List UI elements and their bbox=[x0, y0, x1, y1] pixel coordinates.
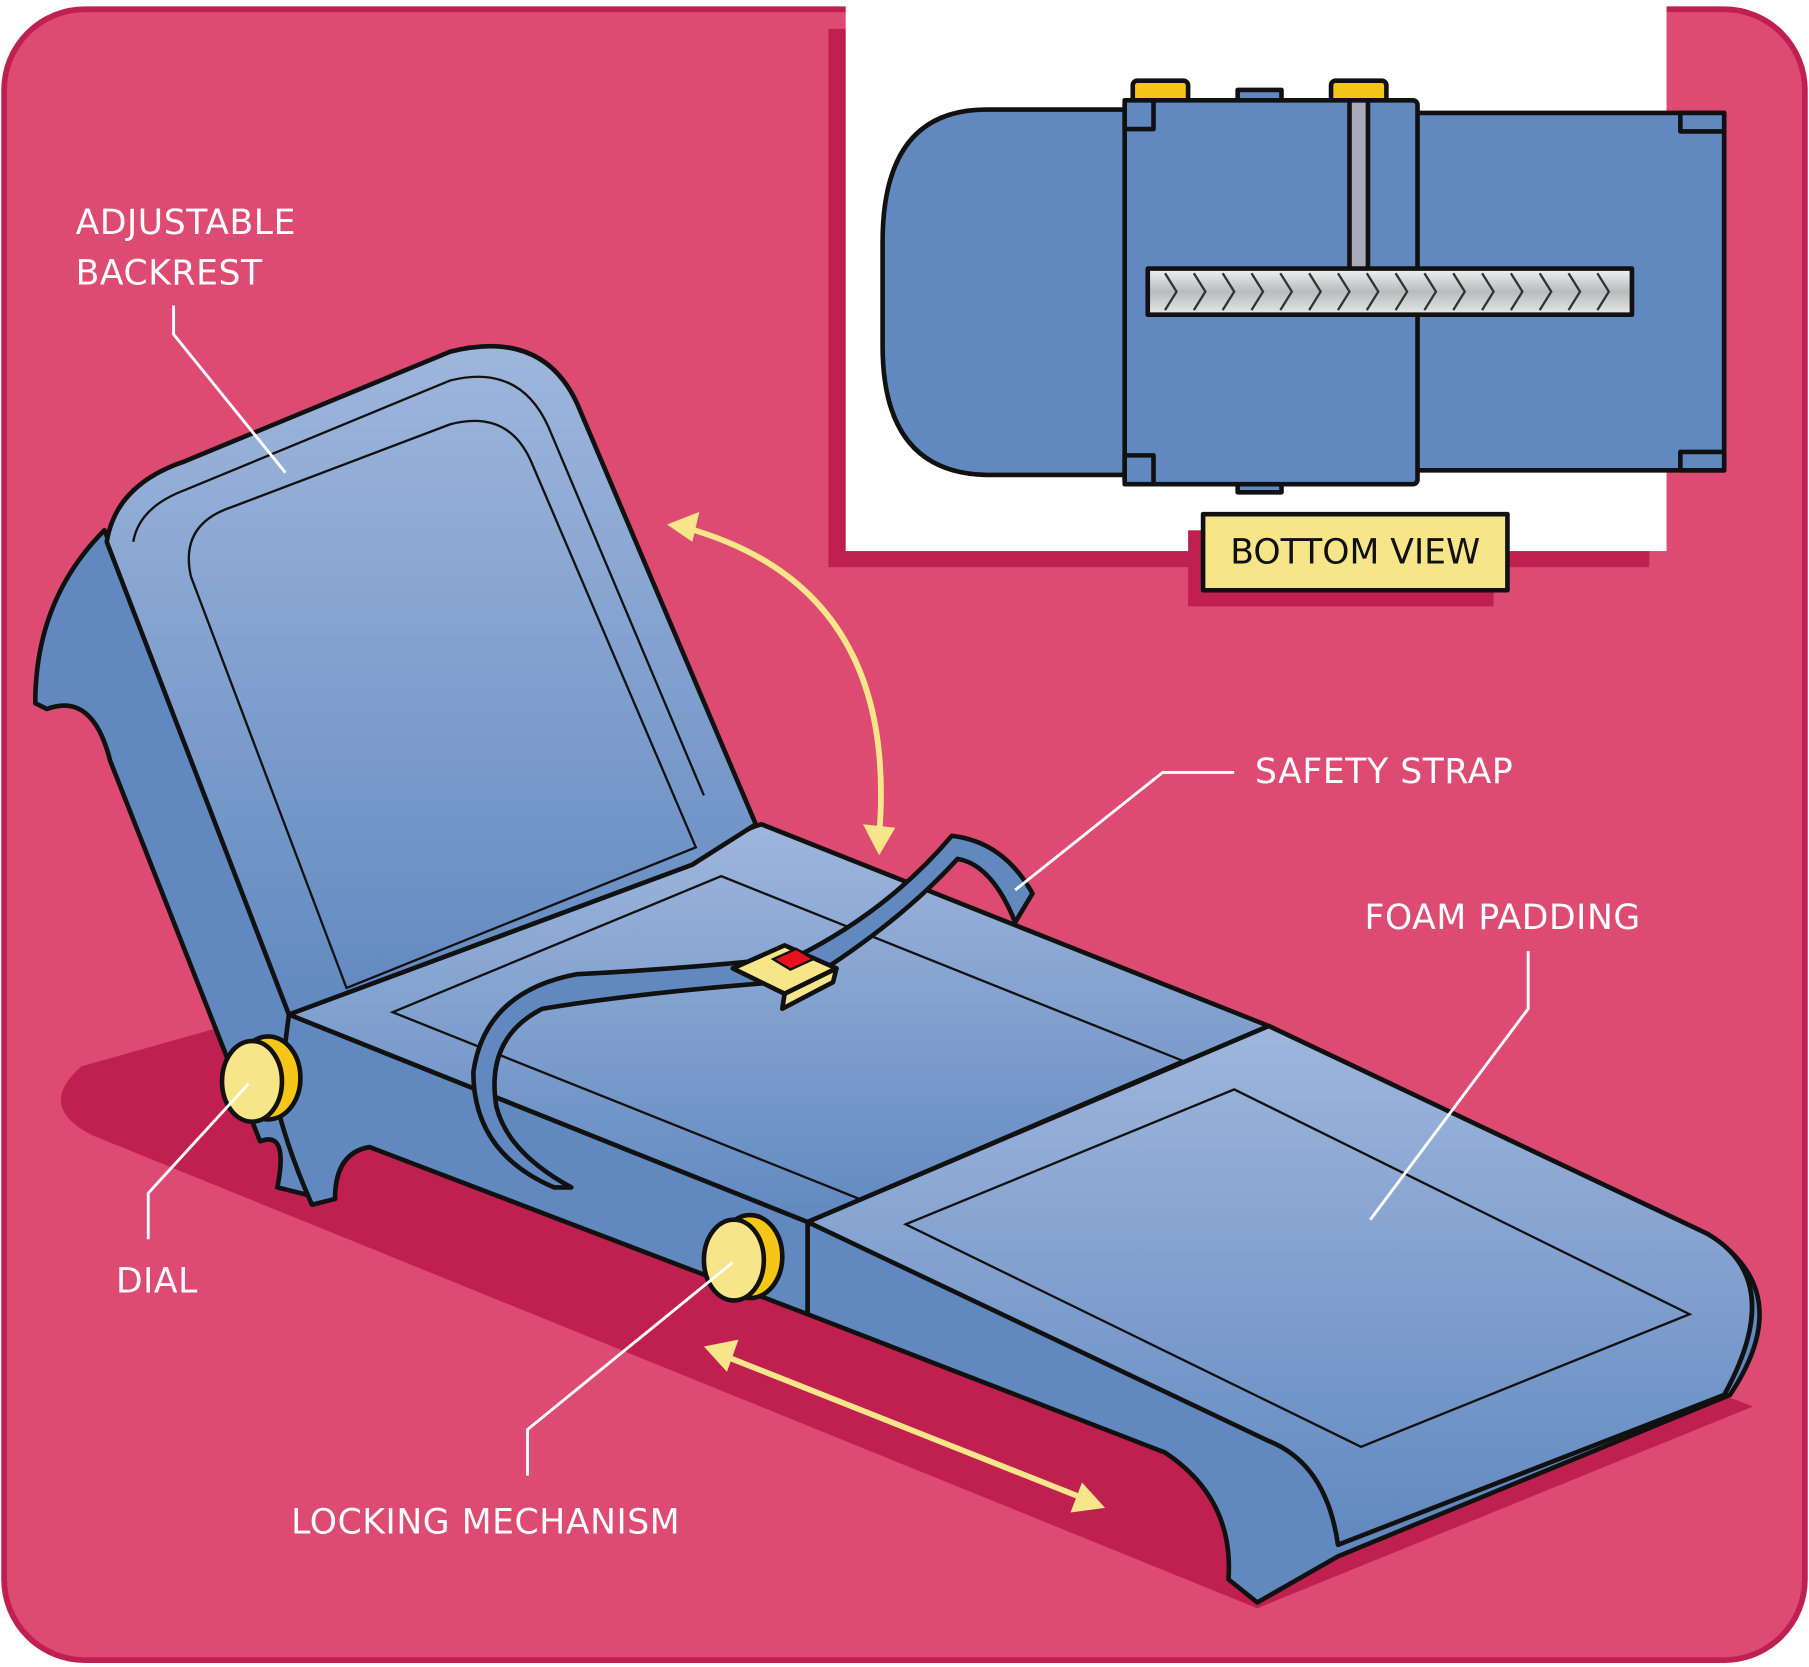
bottom-view-label-box bbox=[1200, 511, 1510, 593]
dial-label: DIAL bbox=[116, 1261, 198, 1301]
backrest-adjust-arrow bbox=[667, 511, 896, 856]
adjustable-backrest-label-line2: BACKREST bbox=[76, 254, 263, 294]
bottom-view-inset: BOTTOM VIEW bbox=[828, 5, 1727, 607]
backrest-leader-line bbox=[172, 305, 287, 474]
foam-padding-label: FOAM PADDING bbox=[1364, 898, 1640, 938]
safety-strap-label: SAFETY STRAP bbox=[1255, 752, 1513, 792]
locking-leader-line bbox=[526, 1261, 734, 1476]
screw-thread bbox=[1164, 272, 1611, 311]
infant-seat bbox=[32, 343, 1762, 1605]
dial bbox=[219, 1034, 303, 1125]
slide-adjust-arrow bbox=[703, 1339, 1106, 1513]
locking-mechanism-knob bbox=[701, 1212, 785, 1303]
dial-leader-line bbox=[146, 1082, 250, 1240]
foam-padding-leader-line bbox=[1369, 951, 1530, 1221]
safety-strap-leader-line bbox=[1014, 770, 1235, 892]
locking-mechanism-label: LOCKING MECHANISM bbox=[291, 1502, 680, 1542]
adjustable-backrest-label-line1: ADJUSTABLE bbox=[76, 203, 296, 243]
bottom-view-label: BOTTOM VIEW bbox=[1230, 533, 1480, 573]
strap-buckle bbox=[730, 943, 839, 1012]
